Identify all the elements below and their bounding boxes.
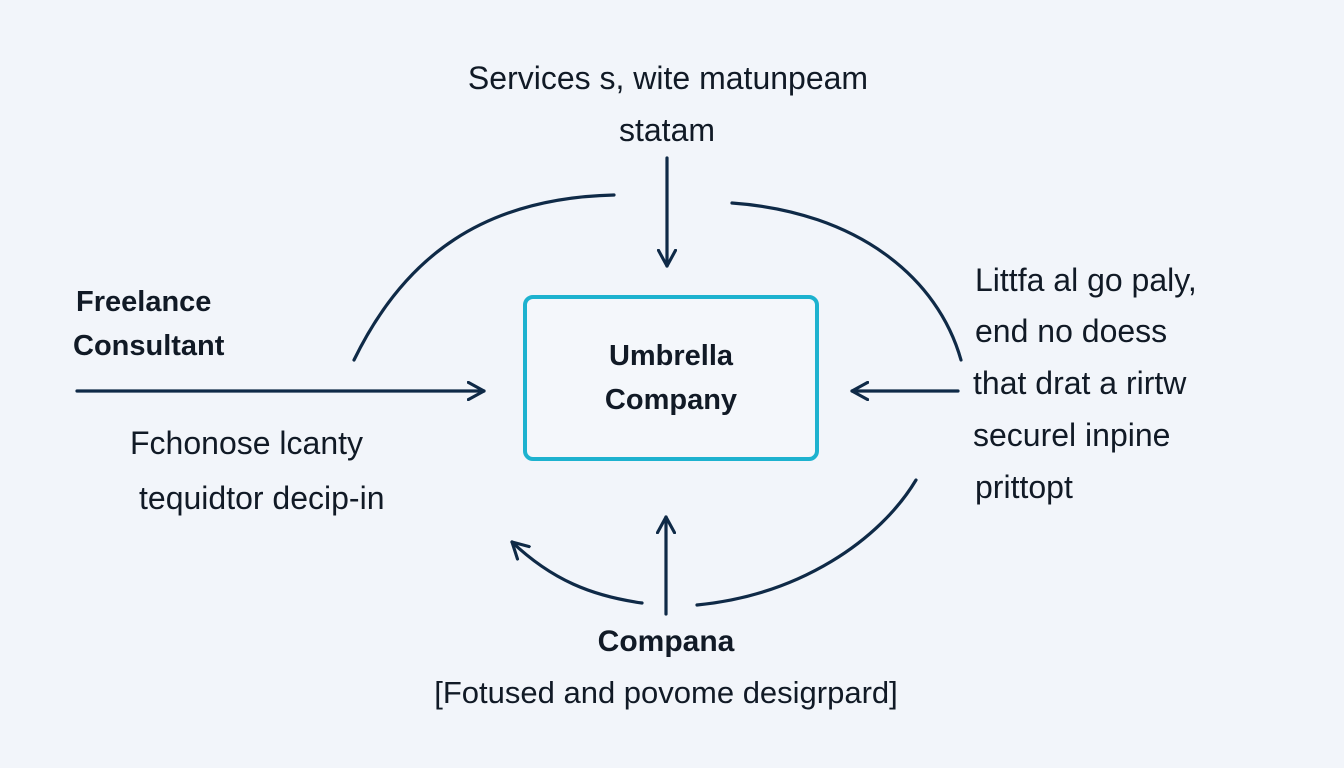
arc-bottom-right (695, 478, 918, 607)
arc-top-left (352, 193, 616, 362)
left-desc-line-1: Fchonose lcanty (130, 425, 364, 461)
top-label-line-1: Services s, wite matunpeam (467, 60, 869, 96)
bottom-caption: [Fotused and povome desigrpard] (434, 675, 898, 710)
umbrella-company-box: Umbrella Company (523, 295, 819, 461)
left-title-line-2: Consultant (73, 330, 225, 362)
right-text-line-5: prittopt (975, 469, 1073, 505)
right-text-line-3: that drat a rirtw (973, 365, 1187, 401)
bottom-title: Compana (597, 625, 735, 658)
right-text-line-1: Littfa al go paly, (975, 262, 1197, 298)
arc-bottom-left (510, 540, 644, 605)
center-box-line-2: Company (604, 384, 738, 416)
center-box-line-1: Umbrella (608, 340, 734, 372)
arc-top-right (730, 201, 963, 362)
left-desc-line-2: tequidtor decip-in (139, 480, 385, 516)
right-text-line-2: end no doess (975, 313, 1168, 349)
left-title-line-1: Freelance (76, 286, 212, 318)
right-text-line-4: securel inpine (973, 417, 1171, 453)
top-label-line-2: statam (618, 112, 716, 148)
